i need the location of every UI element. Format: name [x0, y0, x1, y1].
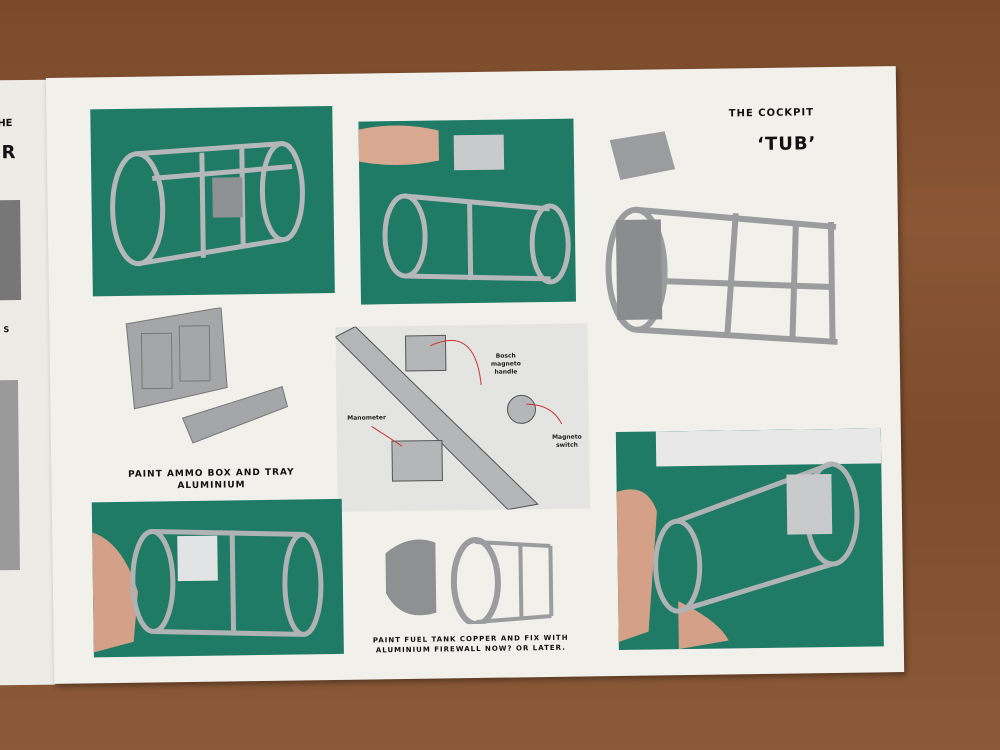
booklet-page: THE COCKPIT ‘TUB’ PAINT AMMO BOX AND TRA… — [45, 66, 905, 684]
fuel-tank-render — [385, 537, 554, 628]
left-text-fragment: S — [3, 325, 10, 335]
left-page-photo — [0, 199, 22, 301]
label-magneto-switch: Magneto switch — [552, 433, 582, 449]
render-ammo-box-and-tray — [121, 306, 291, 449]
left-heading-fragment: HE — [0, 118, 13, 130]
ammo-box-render — [125, 306, 289, 444]
render-fuel-tank-and-firewall — [380, 531, 556, 628]
left-heading-fragment-large: R — [1, 142, 16, 164]
label-bosch-magneto: Bosch magneto handle — [490, 352, 521, 376]
render-cockpit-tub — [595, 127, 850, 350]
fuel-caption-line-2: ALUMINIUM FIREWALL NOW? OR LATER. — [375, 643, 566, 655]
cockpit-frame-illustration — [110, 141, 305, 267]
diagram-instrument-panel: Bosch magneto handle Manometer Magneto s… — [334, 323, 590, 512]
photo-frame-with-tank — [91, 498, 344, 658]
photo-cockpit-frame-top — [90, 105, 335, 297]
frame-held-illustration — [358, 125, 571, 285]
assembled-tub-illustration — [616, 428, 882, 650]
instrument-diagram — [334, 326, 563, 511]
photo-assembled-tub-in-hand — [615, 428, 884, 651]
photo-frame-with-seat — [358, 118, 576, 305]
frame-tank-illustration — [92, 529, 324, 653]
cockpit-tub-render — [605, 131, 838, 345]
label-manometer: Manometer — [347, 414, 386, 422]
left-page-photo-2 — [0, 380, 20, 571]
section-title: THE COCKPIT — [728, 107, 815, 120]
